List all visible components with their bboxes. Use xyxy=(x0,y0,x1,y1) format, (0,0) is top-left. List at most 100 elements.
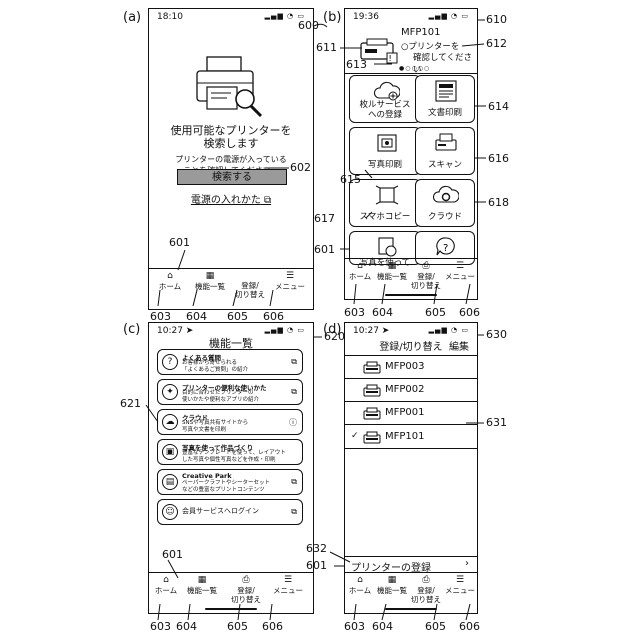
tab-functions-label: 機能一覧 xyxy=(187,586,217,595)
panel-label-b: (b) xyxy=(323,10,341,25)
printer-icon xyxy=(363,383,381,402)
tab-register-label2: 切り替え xyxy=(235,290,265,299)
printer-name: MFP101 xyxy=(385,431,425,442)
ref-620: 620 xyxy=(324,330,345,343)
ref-602: 602 xyxy=(290,161,311,174)
power-on-help-link[interactable]: 電源の入れかた ⧉ xyxy=(149,191,313,206)
add-printer-row[interactable]: プリンターの登録 › xyxy=(345,556,477,573)
tab-functions-label: 機能一覧 xyxy=(195,282,225,291)
ref-613: 613 xyxy=(346,58,367,71)
cloud-gear-icon xyxy=(433,184,459,206)
grid-icon: ▦ xyxy=(189,271,231,282)
document-icon xyxy=(433,80,459,102)
home-indicator xyxy=(205,608,257,611)
card-body-line2: 写真や文書を印刷 xyxy=(182,427,226,433)
card-member-login[interactable]: ☺ 会員サービスへログイン ⧉ xyxy=(157,499,303,525)
cloud-plus-icon xyxy=(374,80,400,102)
printer-row[interactable]: MFP002 xyxy=(345,379,477,402)
tile-label-line1: 枚ルサービス xyxy=(350,100,420,110)
menu-icon: ☰ xyxy=(269,271,311,282)
checkmark-icon: ✓ xyxy=(351,431,359,441)
tab-functions[interactable]: ▦機能一覧 xyxy=(189,271,231,291)
chevron-right-icon: › xyxy=(465,558,469,569)
printer-icon xyxy=(363,430,381,449)
ref-601: 601 xyxy=(306,559,327,572)
ref-603: 603 xyxy=(344,306,365,319)
page-indicator-dots: ●○○○○ xyxy=(399,65,430,72)
card-photo-create[interactable]: ▣ 写真を使って作品づくり 豊富なテンプレートを使って、レイアウトした写真や個性… xyxy=(157,439,303,465)
svg-text:!: ! xyxy=(389,54,392,63)
card-cloud[interactable]: ☁ クラウド SNSや写真共有サイトから写真や文書を印刷 ⓘ xyxy=(157,409,303,435)
card-body: お客様から寄せられる「よくあるご質問」の紹介 xyxy=(182,360,248,374)
card-creative-park[interactable]: ▤ Creative Park ペーパークラフトやシーターセットなどの豊富なプリ… xyxy=(157,469,303,495)
tab-register-label2: 切り替え xyxy=(231,595,261,604)
tab-home[interactable]: ⌂ホーム xyxy=(149,271,191,291)
tab-home-label: ホーム xyxy=(349,272,371,281)
card-printer-tips[interactable]: ✦ プリンターの便利な使いかた 目的に合わせたプリンターの使いかたや便利なアプリ… xyxy=(157,379,303,405)
status-time: 19:36 xyxy=(353,12,379,22)
card-body-line1: お客様から寄せられる xyxy=(182,360,248,367)
tile-scan[interactable]: スキャン xyxy=(415,127,475,175)
ref-601: 601 xyxy=(162,548,183,561)
printer-row[interactable]: MFP001 xyxy=(345,402,477,425)
status-icons: ▂▄▆ ◔ ▭ xyxy=(429,326,469,334)
tab-register[interactable]: 登録/切り替え xyxy=(229,271,271,299)
external-link-icon: ⧉ xyxy=(291,477,297,487)
tile-cloud-service-register[interactable]: 枚ルサービスへの登録 xyxy=(349,75,421,123)
card-faq[interactable]: ? よくある質問 お客様から寄せられる「よくあるご質問」の紹介 ⧉ xyxy=(157,349,303,375)
card-body-line1: ペーパークラフトやシーターセット xyxy=(182,480,270,487)
ref-610: 610 xyxy=(486,13,507,26)
printer-name: MFP001 xyxy=(385,407,425,418)
tab-menu[interactable]: ☰メニュー xyxy=(267,575,309,595)
power-link-label[interactable]: 電源の入れかた xyxy=(191,195,261,206)
edit-button[interactable]: 編集 xyxy=(449,338,469,353)
panel-label-c: (c) xyxy=(123,322,140,337)
status-icons: ▂▄▆ ◔ ▭ xyxy=(429,12,469,20)
ref-606: 606 xyxy=(262,620,283,633)
tile-cloud[interactable]: クラウド xyxy=(415,179,475,227)
tile-document-print[interactable]: 文書印刷 xyxy=(415,75,475,123)
search-title-line2: 検索します xyxy=(149,137,313,150)
photo-icon xyxy=(374,132,400,154)
home-icon: ⌂ xyxy=(149,271,191,282)
ref-601: 601 xyxy=(314,243,335,256)
tab-menu-label: メニュー xyxy=(275,282,305,291)
phone-screen-b: 19:36 ▂▄▆ ◔ ▭ ! MFP101 ○プリンターを 確認してください … xyxy=(344,8,478,300)
tab-functions[interactable]: ▦機能一覧 xyxy=(181,575,223,595)
tile-smartphone-copy[interactable]: スマホコピー xyxy=(349,179,421,227)
tile-photo-print[interactable]: 写真印刷 xyxy=(349,127,421,175)
ref-601: 601 xyxy=(169,236,190,249)
tab-menu[interactable]: ☰メニュー xyxy=(439,261,478,281)
printer-row[interactable]: MFP003 xyxy=(345,356,477,379)
ref-604: 604 xyxy=(372,306,393,319)
tab-bar: ⌂ホーム ▦機能一覧 ⎙登録/切り替え ☰メニュー xyxy=(345,572,477,613)
card-body-line1: 目的に合わせたプリンターの xyxy=(182,390,259,397)
menu-icon: ☰ xyxy=(439,261,478,272)
printer-row-selected[interactable]: ✓ MFP101 xyxy=(345,426,477,449)
cloud-icon: ☁ xyxy=(162,414,178,430)
ref-617: 617 xyxy=(314,212,335,225)
tile-label: 写真印刷 xyxy=(350,160,420,170)
tab-register[interactable]: ⎙登録/切り替え xyxy=(225,575,267,604)
help-icon: ⓘ xyxy=(289,417,297,428)
tab-menu[interactable]: ☰メニュー xyxy=(269,271,311,291)
external-link-icon: ⧉ xyxy=(291,357,297,367)
search-button[interactable]: 検索する xyxy=(177,169,287,185)
tab-menu-label: メニュー xyxy=(445,272,475,281)
ref-603: 603 xyxy=(150,620,171,633)
phone-screen-c: 10:27 ➤ ▂▄▆ ◔ ▭ 機能一覧 ? よくある質問 お客様から寄せられる… xyxy=(148,322,314,614)
ref-605: 605 xyxy=(227,310,248,323)
photo-badge-icon xyxy=(374,236,400,258)
printer-swap-icon: ⎙ xyxy=(225,575,267,586)
photo-icon: ▣ xyxy=(162,444,178,460)
ref-605: 605 xyxy=(425,620,446,633)
status-time: 18:10 xyxy=(157,12,183,22)
card-body-line2: 「よくあるご質問」の紹介 xyxy=(182,367,248,373)
ref-618: 618 xyxy=(488,196,509,209)
home-indicator xyxy=(385,294,437,297)
ref-632: 632 xyxy=(306,542,327,555)
ref-606: 606 xyxy=(459,306,480,319)
tab-menu-label: メニュー xyxy=(273,586,303,595)
ref-621: 621 xyxy=(120,397,141,410)
tab-menu[interactable]: ☰メニュー xyxy=(439,575,478,595)
